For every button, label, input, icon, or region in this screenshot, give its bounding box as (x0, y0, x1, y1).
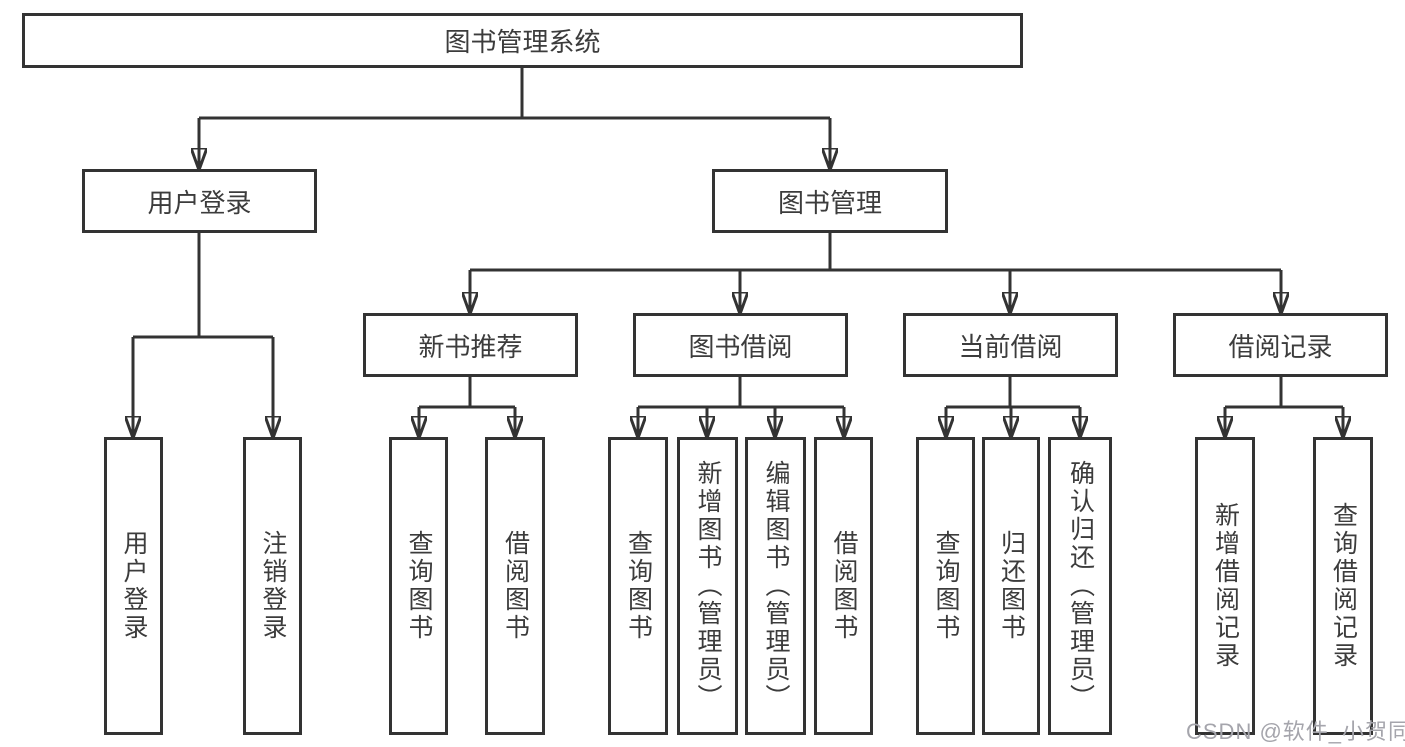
node-new-book-recommend: 新书推荐 (363, 313, 578, 377)
leaf-add-borrow-record: 新增借阅记录 (1195, 437, 1255, 735)
leaf-return-books: 归还图书 (982, 437, 1040, 735)
leaf-label: 查询借阅记录 (1329, 502, 1358, 670)
leaf-label: 新增图书（管理员） (694, 460, 722, 712)
leaf-label: 查询图书 (932, 530, 960, 642)
leaf-confirm-return-admin: 确认归还（管理员） (1048, 437, 1112, 735)
leaf-label: 归还图书 (997, 530, 1026, 642)
leaf-query-books: 查询图书 (389, 437, 448, 735)
leaf-query-borrow-record: 查询借阅记录 (1313, 437, 1373, 735)
leaf-borrow-books: 借阅图书 (485, 437, 545, 735)
leaf-label: 借阅图书 (501, 530, 530, 642)
leaf-label: 借阅图书 (830, 530, 858, 642)
node-borrowing-records: 借阅记录 (1173, 313, 1388, 377)
node-book-borrowing: 图书借阅 (633, 313, 848, 377)
leaf-edit-books-admin: 编辑图书（管理员） (745, 437, 806, 735)
leaf-logout: 注销登录 (243, 437, 302, 735)
node-library-management-system: 图书管理系统 (22, 13, 1023, 68)
node-current-borrowing: 当前借阅 (903, 313, 1118, 377)
leaf-query-books: 查询图书 (608, 437, 668, 735)
node-book-management: 图书管理 (712, 169, 948, 233)
connector-trunks (133, 68, 1343, 409)
leaf-label: 用户登录 (120, 530, 148, 642)
leaf-label: 编辑图书（管理员） (762, 460, 790, 712)
leaf-label: 新增借阅记录 (1211, 502, 1240, 670)
node-user-login: 用户登录 (82, 169, 317, 233)
leaf-add-books-admin: 新增图书（管理员） (677, 437, 738, 735)
leaf-label: 确认归还（管理员） (1066, 460, 1095, 712)
leaf-label: 查询图书 (624, 530, 653, 642)
leaf-label: 查询图书 (405, 530, 433, 642)
leaf-label: 注销登录 (259, 530, 287, 642)
leaf-user-login: 用户登录 (104, 437, 163, 735)
leaf-query-books: 查询图书 (916, 437, 975, 735)
leaf-borrow-books: 借阅图书 (814, 437, 873, 735)
csdn-watermark: CSDN @软件_小贺同学 (1186, 719, 1405, 744)
